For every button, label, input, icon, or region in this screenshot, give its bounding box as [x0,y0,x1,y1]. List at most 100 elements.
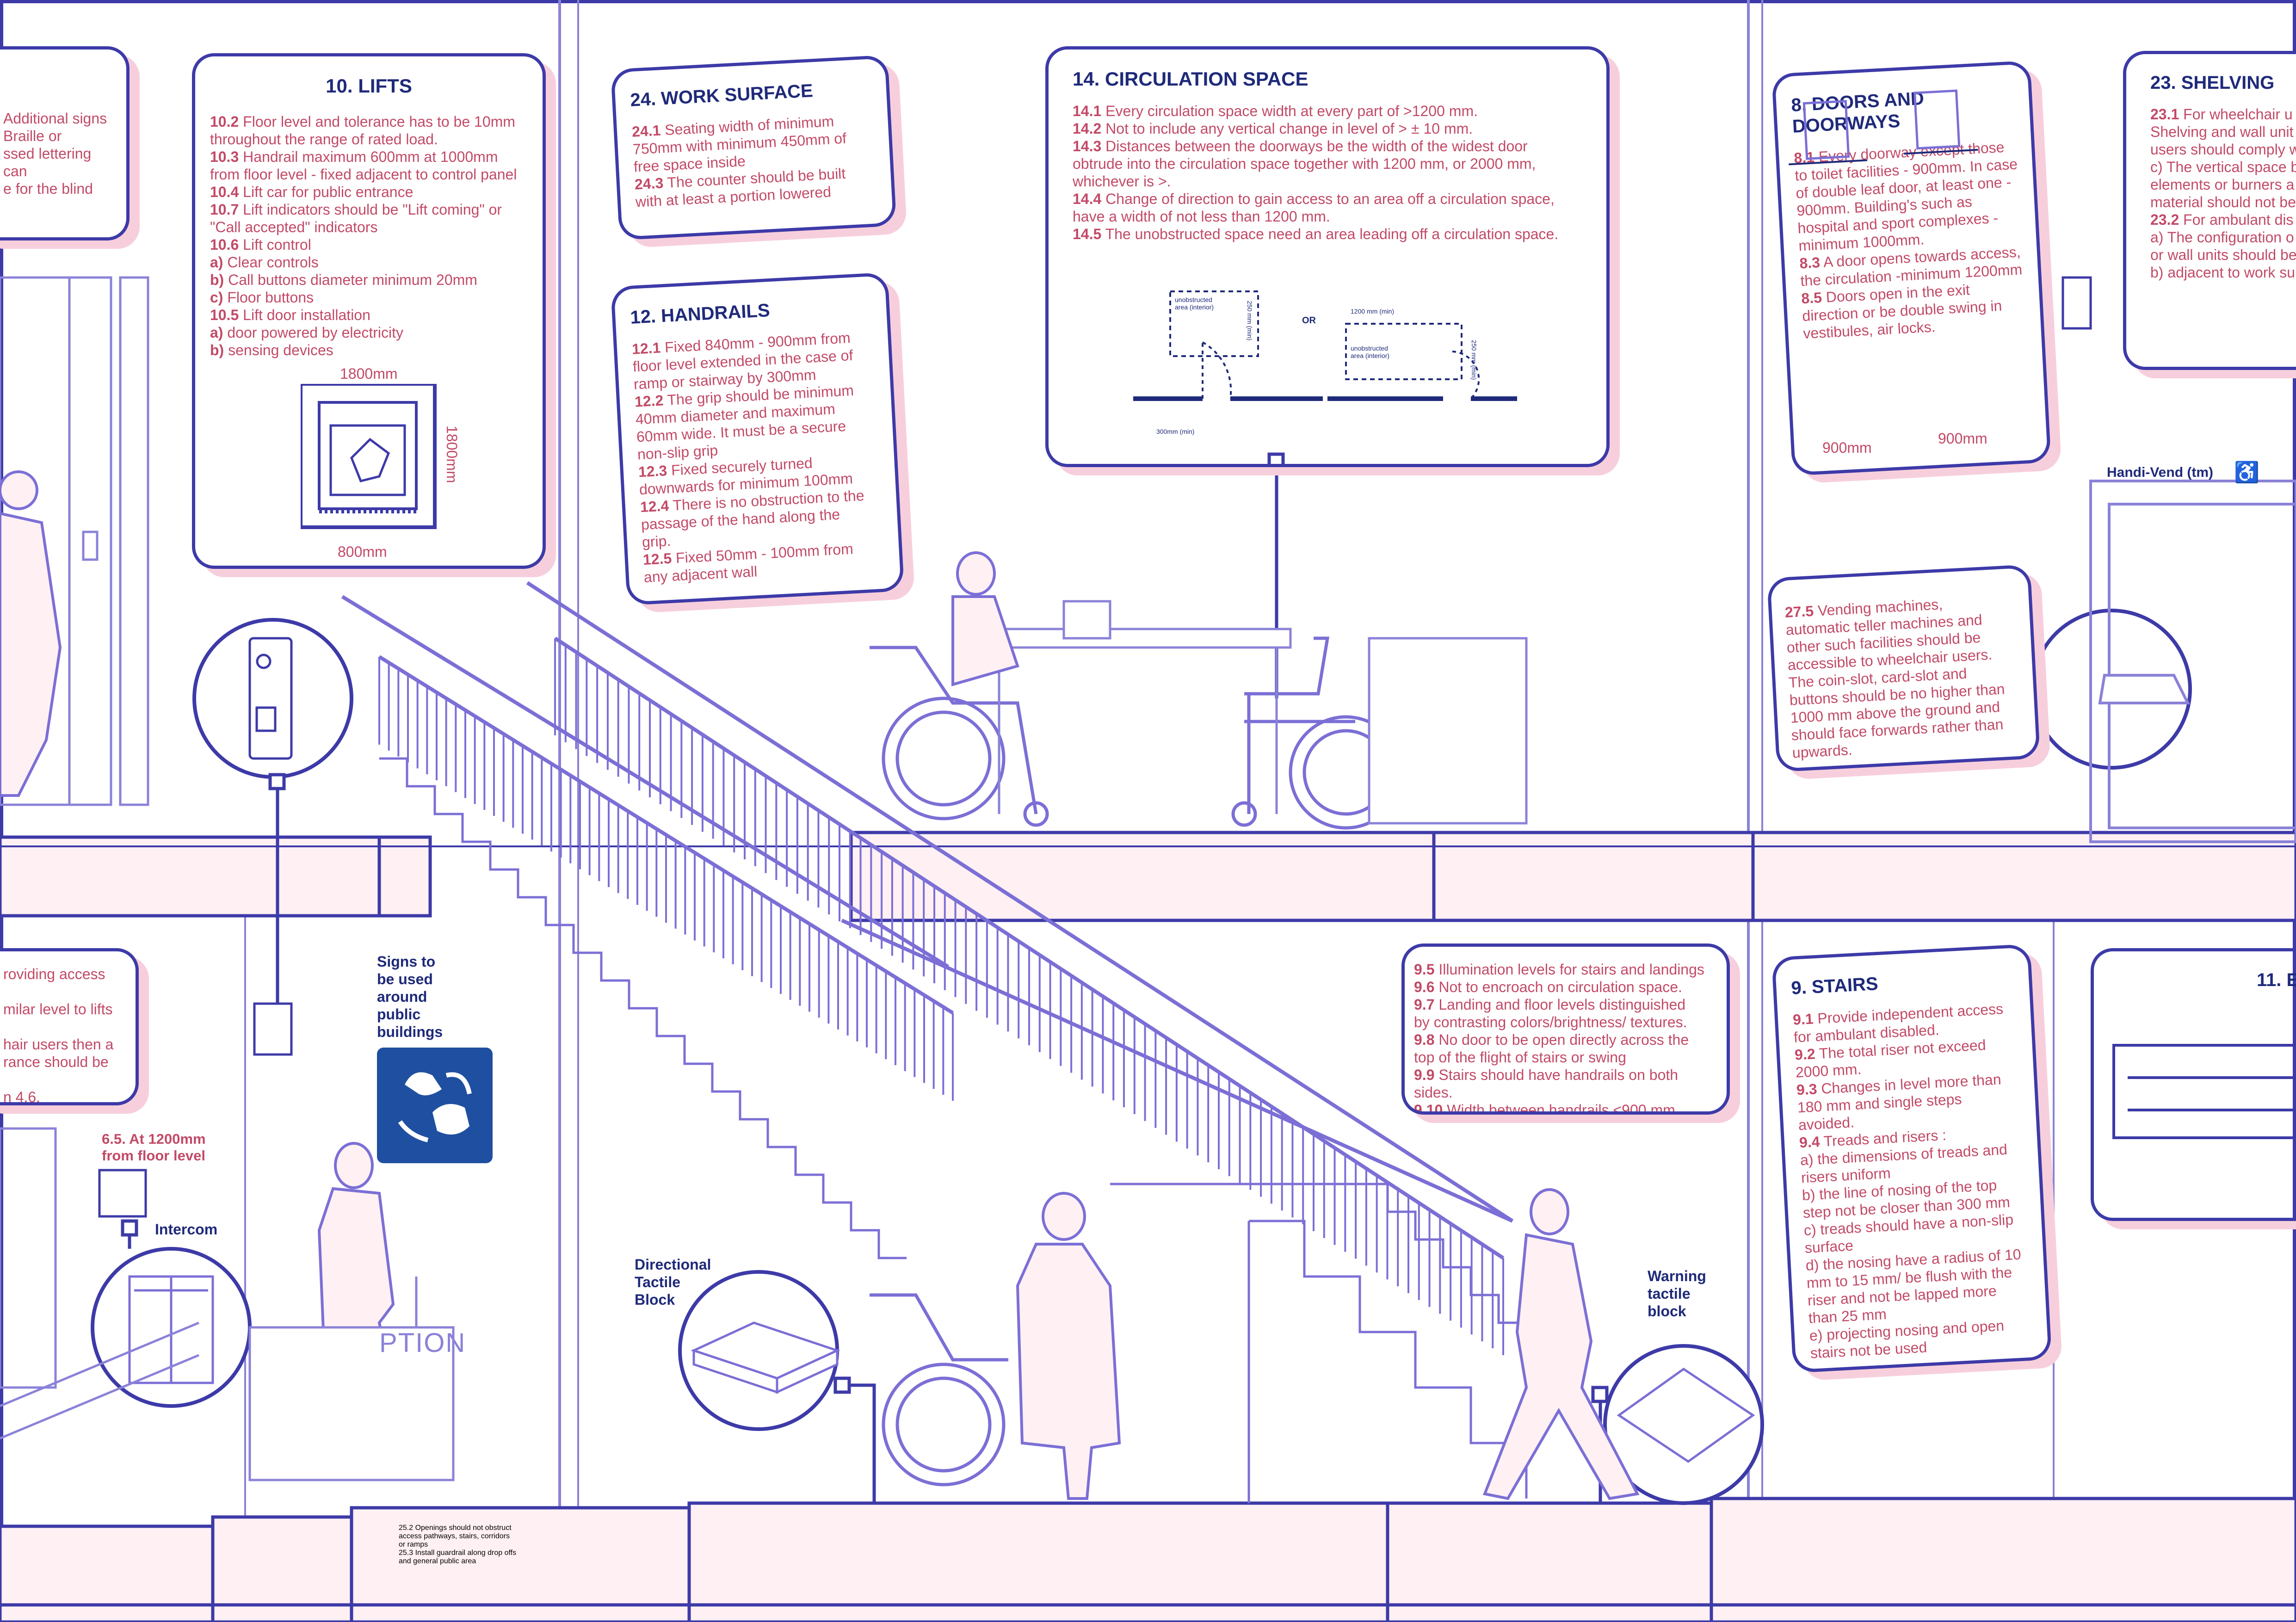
note-number: 10.5 [210,307,239,323]
note-text: Floor level and tolerance has to be 10mm [239,113,515,130]
lift-door [0,276,149,806]
note-text: Call buttons diameter minimum 20mm [224,271,477,288]
upper-floor-slab [0,831,2296,922]
note-number: 9.1 [1792,1010,1814,1028]
label-line: Signs to [377,953,436,970]
door-dim-1: 900mm [1822,439,1872,456]
note-line: top of the flight of stairs or swing [1414,1048,1717,1066]
note-text: elements or burners a [2150,176,2295,193]
note-text: from floor level - fixed adjacent to con… [210,166,517,183]
note-line: a) Clear controls [210,253,528,271]
note-line: or ramps [399,1541,516,1549]
wheelchair-icon: ♿ [2234,461,2259,484]
lift-dim-bottom: 800mm [338,543,387,560]
note-line: 9.8 No door to be open directly across t… [1414,1031,1717,1048]
note-number: 10.4 [210,184,239,200]
note-number: 10.3 [210,148,239,165]
note-line: 14.2 Not to include any vertical change … [1073,120,1592,137]
vending-machine-label: Handi-Vend (tm) [2107,465,2213,480]
lifts-lines: 10.2 Floor level and tolerance has to be… [210,113,528,359]
note-text: Floor buttons [223,289,314,306]
door-button-unit [253,276,2092,1056]
note-text: obtrude into the circulation space toget… [1073,155,1536,172]
vending-lines: 27.5 Vending machines,automatic teller m… [1784,592,2024,762]
note-text: Change of direction to gain access to an… [1101,191,1555,207]
note-number: 12.3 [638,462,668,481]
lifts-title: 10. LIFTS [326,75,412,97]
ramp-railing [0,1127,199,1440]
note-line: and general public area [399,1557,516,1566]
stairs-card: 9. STAIRS 9.1 Provide independent access… [1771,944,2052,1373]
note-number: 14.1 [1073,103,1102,119]
note-text: users should comply w [2150,141,2296,158]
note-text: Distances between the doorways be the wi… [1101,138,1528,154]
note-text: Not to encroach on circulation space. [1434,979,1682,995]
note-line: 9.5 Illumination levels for stairs and l… [1414,961,1717,978]
note-text: "Call accepted" indicators [210,219,378,235]
note-line: have a width of not less than 1200 mm. [1073,208,1592,225]
stair-balusters [378,638,1504,1355]
note-line: b) sensing devices [210,341,528,359]
note-line: 9.10 Width between handrails <900 mm [1414,1101,1717,1111]
note-line: b) Call buttons diameter minimum 20mm [210,271,528,289]
note-line: 14.5 The unobstructed space need an area… [1073,225,1592,243]
sign-language-icon [377,1048,493,1163]
note-line: throughout the range of rated load. [210,130,528,148]
reception-desk [248,1277,455,1481]
door-dim-2: 900mm [1938,430,1987,447]
note-text: Install guardrail along drop offs [413,1549,517,1557]
note-line: sides. [1414,1084,1717,1101]
note-line: material should not be [2150,193,2296,211]
note-line: by contrasting colors/brightness/ textur… [1414,1013,1717,1031]
note-text: Lift door installation [239,307,370,323]
note-number: 14.4 [1073,191,1102,207]
handrails-card: 12. HANDRAILS 12.1 Fixed 840mm - 900mm f… [611,272,905,606]
note-number: 10.6 [210,236,239,253]
note-text: Illumination levels for stairs and landi… [1434,961,1704,978]
stairs-title: 9. STAIRS [1790,974,1879,999]
note-number: 12.1 [631,339,661,358]
note-text: or ramps [399,1541,428,1548]
note-line: 23.1 For wheelchair u [2150,105,2296,123]
note-number: 12.5 [642,549,673,568]
note-line: 25.2 Openings should not obstruct [399,1524,516,1532]
intercom-wall-unit [98,1169,147,1218]
note-number: 9.4 [1799,1133,1821,1151]
label-line: Additional signs [3,110,107,127]
circulation-dim-1200: 1200 mm (min) [1351,308,1395,315]
door-width-icon [1789,89,1978,166]
stairs-notes-lines: 9.5 Illumination levels for stairs and l… [1414,961,1717,1111]
work-surface-title: 24. WORK SURFACE [630,80,814,111]
label-line: be used [377,971,433,987]
note-number: 23.1 [2150,106,2179,123]
note-text: sensing devices [224,342,333,358]
note-number: 9.5 [1414,961,1435,978]
intercom-label: Intercom [155,1221,218,1238]
note-text: sides. [1414,1084,1453,1101]
escalator-card: 11. ES [2091,948,2296,1221]
note-line: Shelving and wall unit [2150,123,2296,141]
vending-machine-drawing [2089,480,2296,843]
note-line: 9.6 Not to encroach on circulation space… [1414,978,1717,996]
note-text: Stairs should have handrails on both [1434,1067,1679,1083]
note-line: 10.3 Handrail maximum 600mm at 1000mm [210,148,528,166]
label-line [3,983,126,1000]
circulation-title: 14. CIRCULATION SPACE [1073,68,1308,90]
warning-tactile-block-drawing [1617,1367,1755,1463]
label-line [3,1071,126,1088]
label-line: n 4.6. [3,1089,41,1105]
note-text: top of the flight of stairs or swing [1414,1049,1626,1066]
note-line: 14.4 Change of direction to gain access … [1073,190,1592,208]
note-number: 12.2 [634,392,664,410]
note-text: Lift control [239,236,311,253]
note-text: avoided. [1798,1114,1855,1134]
note-text: For ambulant dis [2179,211,2294,228]
